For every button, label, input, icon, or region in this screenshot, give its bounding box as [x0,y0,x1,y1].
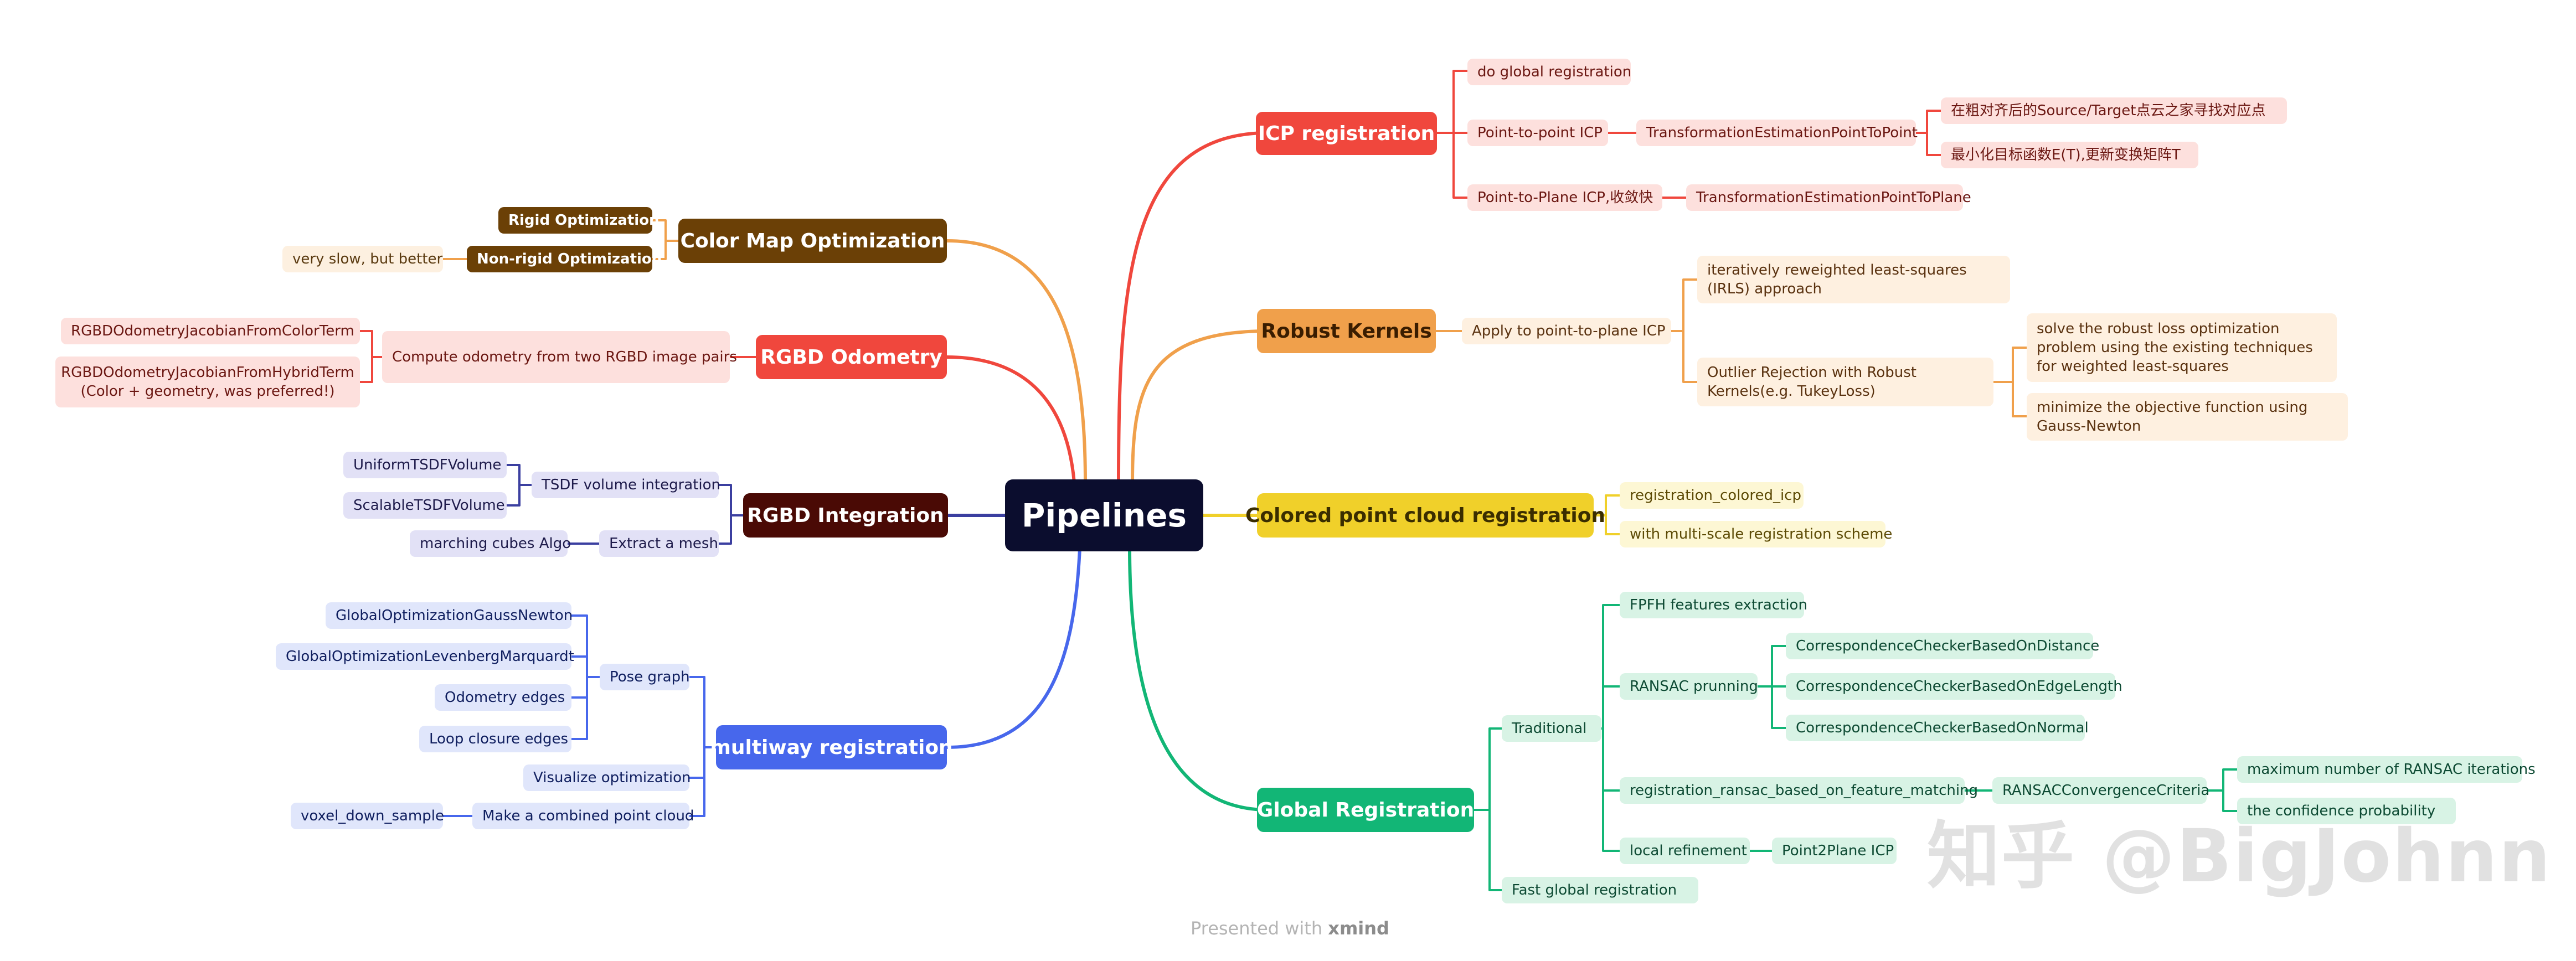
integration-extract-mesh[interactable]: Extract a mesh [599,530,719,557]
multiway-visualize[interactable]: Visualize optimization [523,764,691,791]
robust-minimize-text: minimize the objective function using Ga… [2037,399,2308,435]
global-fast[interactable]: Fast global registration [1502,877,1698,903]
footer-prefix: Presented with [1191,918,1323,939]
icp-p2p-note-minimize[interactable]: 最小化目标函数E(T),更新变换矩阵T [1941,142,2198,168]
topic-multiway-registration[interactable]: multiway registration [710,725,953,769]
global-local-refinement[interactable]: local refinement [1620,838,1750,864]
footer-credit: Presented with xmind [1191,918,1389,939]
colormap-nonrigid[interactable]: Non-rigid Optimization [467,246,662,272]
watermark: 知乎 @BigJohnn [1927,814,2552,899]
global-traditional[interactable]: Traditional [1502,715,1601,742]
integration-tsdf[interactable]: TSDF volume integration [532,472,720,498]
topic-colored-point-cloud[interactable]: Colored point cloud registration [1245,493,1605,538]
global-point2plane-icp[interactable]: Point2Plane ICP [1772,838,1897,864]
icp-global-registration[interactable]: do global registration [1467,59,1631,85]
integration-marching-cubes[interactable]: marching cubes Algo [410,530,571,557]
multiway-pose-graph[interactable]: Pose graph [600,664,690,690]
global-checker-edge[interactable]: CorrespondenceCheckerBasedOnEdgeLength [1786,673,2122,700]
global-max-iterations[interactable]: maximum number of RANSAC iterations [2237,756,2536,783]
robust-minimize[interactable]: minimize the objective function using Ga… [2027,393,2348,441]
multiway-combine-cloud[interactable]: Make a combined point cloud [472,803,694,829]
multiway-voxel-down-sample[interactable]: voxel_down_sample [291,803,444,829]
multiway-loop-closure-edges[interactable]: Loop closure edges [419,726,571,752]
global-ransac-prunning[interactable]: RANSAC prunning [1620,673,1758,700]
robust-outlier-rejection[interactable]: Outlier Rejection with Robust Kernels(e.… [1697,358,1993,406]
topic-global-registration[interactable]: Global Registration [1257,788,1474,832]
multiway-gauss-newton[interactable]: GlobalOptimizationGaussNewton [326,602,573,629]
wire-colormap [945,239,1087,484]
robust-outlier-text: Outlier Rejection with Robust Kernels(e.… [1707,364,1916,400]
footer-brand: xmind [1328,918,1389,939]
icp-p2p-estimation[interactable]: TransformationEstimationPointToPoint [1636,120,1918,146]
topic-icp-registration[interactable]: ICP registration [1256,112,1437,155]
icp-p2pl-estimation[interactable]: TransformationEstimationPointToPlane [1686,184,1971,211]
robust-solve[interactable]: solve the robust loss optimization probl… [2027,313,2337,382]
wire-icp [1117,131,1270,484]
icp-p2p-note-correspondence[interactable]: 在粗对齐后的Source/Target点云之家寻找对应点 [1941,97,2287,124]
wire-multiway [945,546,1081,749]
wire-odometry [945,355,1076,484]
root-topic[interactable]: Pipelines [1005,479,1203,551]
integration-uniform[interactable]: UniformTSDFVolume [343,452,507,478]
icp-point-to-plane[interactable]: Point-to-Plane ICP,收敛快 [1467,184,1662,211]
topic-rgbd-integration[interactable]: RGBD Integration [743,493,948,538]
robust-irls-text: iteratively reweighted least-squares (IR… [1707,262,1967,297]
global-checker-distance[interactable]: CorrespondenceCheckerBasedOnDistance [1786,633,2099,659]
robust-irls[interactable]: iteratively reweighted least-squares (IR… [1697,256,2010,303]
colored-icp-fn[interactable]: registration_colored_icp [1620,482,1804,509]
wire-global [1128,546,1270,812]
global-ransac-fn[interactable]: registration_ransac_based_on_feature_mat… [1620,777,1978,804]
icp-point-to-point[interactable]: Point-to-point ICP [1467,120,1608,146]
odometry-hybrid-line1: RGBDOdometryJacobianFromHybridTerm [61,364,354,381]
topic-color-map-optimization[interactable]: Color Map Optimization [678,219,947,263]
global-checker-normal[interactable]: CorrespondenceCheckerBasedOnNormal [1786,715,2089,741]
global-confidence[interactable]: the confidence probability [2237,798,2456,824]
integration-scalable[interactable]: ScalableTSDFVolume [343,492,507,519]
multiway-levenberg-marquardt[interactable]: GlobalOptimizationLevenbergMarquardt [276,643,574,670]
robust-apply-p2pl[interactable]: Apply to point-to-plane ICP [1462,318,1671,344]
robust-solve-text: solve the robust loss optimization probl… [2037,321,2313,375]
colored-multiscale[interactable]: with multi-scale registration scheme [1620,521,1892,547]
odometry-color-term[interactable]: RGBDOdometryJacobianFromColorTerm [61,318,360,344]
colormap-rigid[interactable]: Rigid Optimization [498,207,660,234]
topic-rgbd-odometry[interactable]: RGBD Odometry [756,335,947,379]
odometry-hybrid-term[interactable]: RGBDOdometryJacobianFromHybridTerm (Colo… [55,356,360,407]
odometry-hybrid-line2: (Color + geometry, was preferred!) [80,383,335,400]
wire-robust [1131,329,1270,484]
topic-robust-kernels[interactable]: Robust Kernels [1257,309,1436,353]
multiway-odometry-edges[interactable]: Odometry edges [435,684,571,711]
global-convergence-criteria[interactable]: RANSACConvergenceCriteria [1992,777,2209,804]
global-fpfh[interactable]: FPFH features extraction [1620,592,1807,618]
odometry-compute[interactable]: Compute odometry from two RGBD image pai… [382,331,737,383]
colormap-note[interactable]: very slow, but better [282,246,443,272]
